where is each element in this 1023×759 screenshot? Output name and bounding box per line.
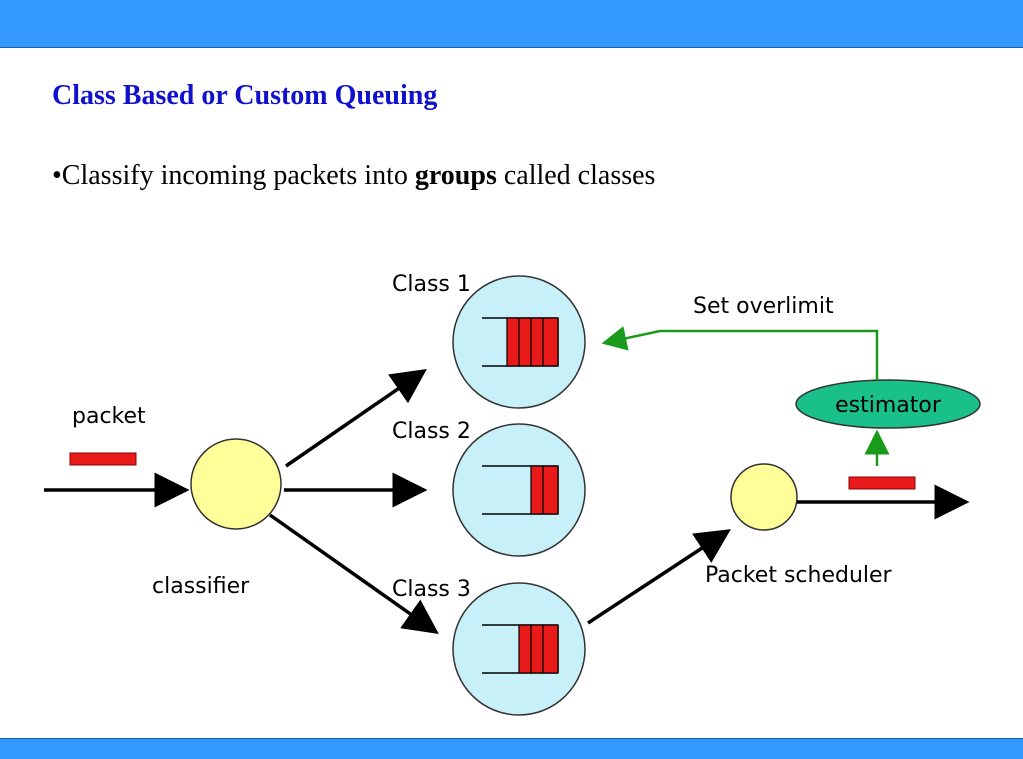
class-3-label: Class 3 (392, 577, 471, 602)
top-banner (0, 0, 1023, 48)
outgoing-packet (848, 476, 916, 490)
class-1-label: Class 1 (392, 272, 471, 297)
bottom-banner (0, 738, 1023, 759)
arrow-to-scheduler (587, 529, 731, 625)
classifier-node (190, 438, 282, 530)
class-2-queue (452, 423, 586, 557)
class-1-queue (452, 275, 586, 409)
packet-scheduler-label: Packet scheduler (705, 563, 893, 588)
class-2-label: Class 2 (392, 419, 471, 444)
classifier-label: classifier (152, 574, 250, 599)
estimator-label: estimator (835, 393, 942, 418)
arrow-to-class-3 (268, 513, 439, 635)
slide-title: Class Based or Custom Queuing (52, 80, 438, 111)
bullet-text-prefix: •Classify incoming packets into (52, 160, 415, 191)
bullet-text-suffix: called classes (496, 160, 656, 191)
bullet-point: •Classify incoming packets into groups c… (52, 160, 655, 192)
packet-label: packet (72, 404, 146, 429)
packet-scheduler-node (730, 463, 798, 531)
incoming-packet (69, 452, 137, 466)
estimator-node (795, 379, 981, 429)
set-overlimit-label: Set overlimit (693, 294, 834, 319)
arrow-to-class-1 (285, 369, 427, 468)
overlimit-feedback-arrow (601, 326, 879, 380)
bullet-text-emphasis: groups (414, 160, 497, 191)
class-3-queue (452, 582, 586, 716)
